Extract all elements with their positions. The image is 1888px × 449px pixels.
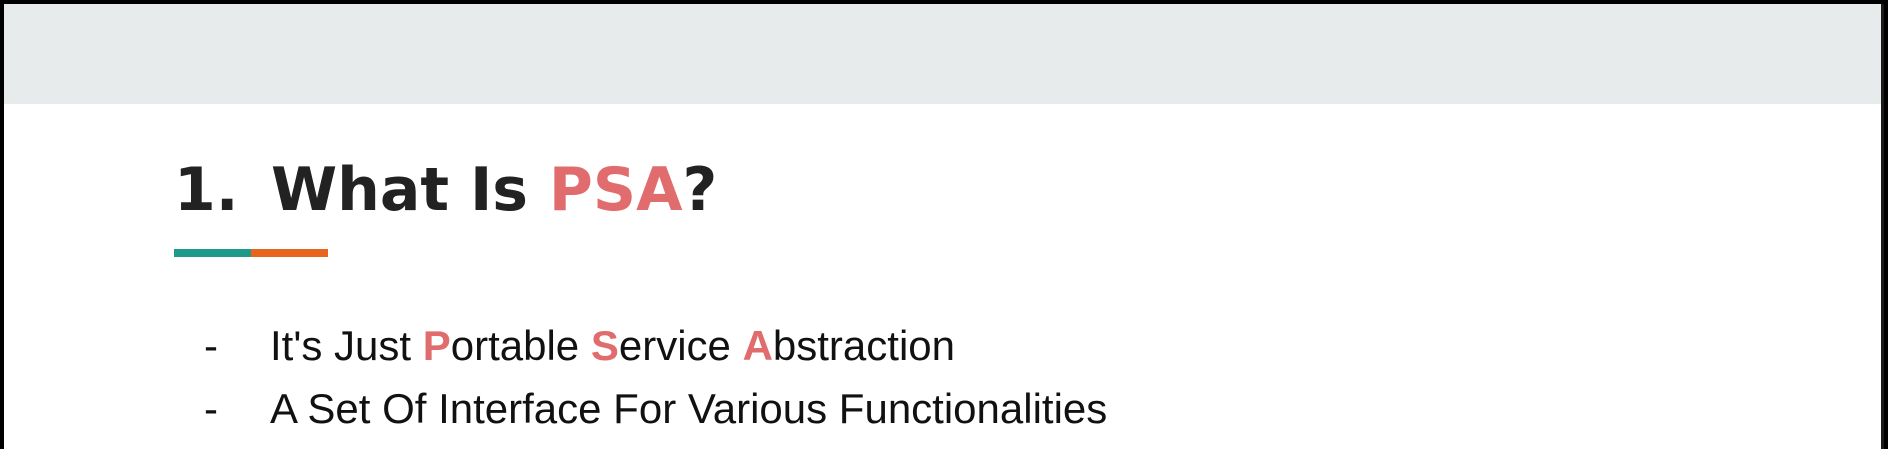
- bullet-list: -It's Just Portable Service Abstraction …: [204, 314, 1107, 440]
- bullet-highlight-letter: A: [742, 322, 773, 369]
- underline-left-segment: [174, 249, 251, 257]
- bullet-highlight-letter: P: [422, 322, 451, 369]
- underline-right-segment: [251, 249, 328, 257]
- title-underline: [174, 249, 328, 257]
- slide-title: 1. What Is PSA?: [174, 150, 717, 230]
- bullet-item: - A Set Of Interface For Various Function…: [204, 377, 1107, 440]
- bullet-marker: -: [204, 385, 218, 432]
- title-highlight: PSA: [548, 155, 683, 225]
- title-number: 1.: [174, 155, 239, 225]
- bullet-text-part: It's Just: [270, 322, 423, 369]
- bullet-text-part: A Set Of Interface For Various Functiona…: [270, 385, 1108, 432]
- header-band: [4, 4, 1884, 104]
- bullet-text-part: ervice: [618, 322, 743, 369]
- bullet-highlight-letter: S: [590, 322, 619, 369]
- slide-frame: 1. What Is PSA? - It's Just Portable Servi…: [4, 4, 1884, 449]
- title-suffix: ?: [682, 155, 718, 225]
- bullet-text-part: ortable: [450, 322, 591, 369]
- title-prefix: What Is: [271, 155, 549, 225]
- bullet-marker: -: [204, 322, 218, 369]
- bullet-item: - It's Just Portable Service Abstraction: [204, 314, 1107, 377]
- right-edge-bar: [1881, 4, 1884, 449]
- bullet-text-part: bstraction: [772, 322, 955, 369]
